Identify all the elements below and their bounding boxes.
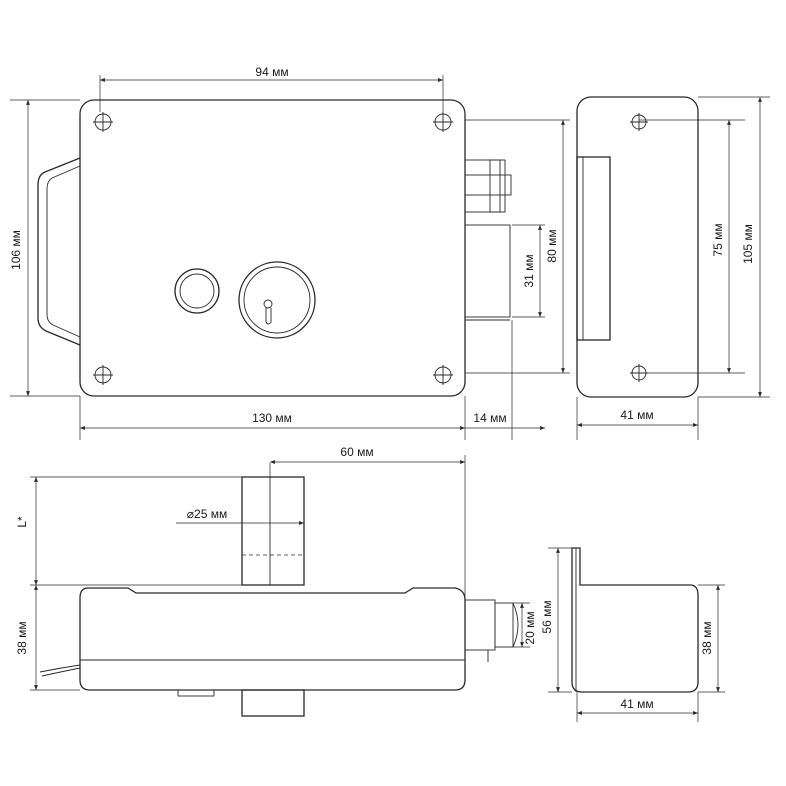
latch-bolt-top <box>464 599 519 662</box>
strike-depth-label: 41 мм <box>620 697 653 711</box>
front-view: 94 мм 106 мм 130 мм 14 мм 80 мм 31 мм <box>9 65 570 440</box>
lock-left-bump <box>37 157 81 346</box>
side-hole-spacing-label: 75 мм <box>711 223 725 256</box>
mounting-hole <box>433 365 453 385</box>
cylinder-diameter-label: ⌀25 мм <box>187 507 227 521</box>
key-cylinder-icon <box>238 261 316 339</box>
body-depth-label: 38 мм <box>15 621 29 654</box>
bolt-height-label: 31 мм <box>522 254 536 287</box>
strike-inner-height-label: 38 мм <box>700 621 714 654</box>
side-depth-label: 41 мм <box>620 408 653 422</box>
wire <box>39 664 81 673</box>
faceplate <box>576 156 611 341</box>
lock-body-top <box>79 587 466 691</box>
lock-body-side <box>576 96 699 398</box>
strike-view: 56 мм 38 мм 41 мм <box>540 547 725 722</box>
strike-height-label: 80 мм <box>545 229 559 262</box>
cylinder-offset-label: 60 мм <box>340 445 373 459</box>
lock-body-front <box>79 99 466 397</box>
bolt-projection-label: 14 мм <box>473 411 506 425</box>
mounting-hole <box>433 112 453 132</box>
strike-height-label: 56 мм <box>540 600 554 633</box>
latch-bolt <box>464 159 512 321</box>
release-button <box>174 268 220 314</box>
key-cylinder-tube <box>241 476 305 586</box>
side-view: 75 мм 105 мм 41 мм <box>576 96 770 440</box>
cylinder-length-label: L* <box>15 516 29 528</box>
front-height-label: 106 мм <box>9 230 23 270</box>
front-width-label: 130 мм <box>252 411 292 425</box>
mounting-hole <box>93 112 113 132</box>
strike-plate <box>571 547 699 693</box>
cylinder-stub <box>241 689 305 717</box>
mounting-hole <box>630 113 648 131</box>
mounting-hole <box>93 365 113 385</box>
bolt-width-label: 20 мм <box>523 611 537 644</box>
front-hole-spacing-label: 94 мм <box>255 65 288 79</box>
top-view: 60 мм ⌀25 мм L* 38 мм 20 мм <box>15 445 537 717</box>
side-height-label: 105 мм <box>741 224 755 264</box>
